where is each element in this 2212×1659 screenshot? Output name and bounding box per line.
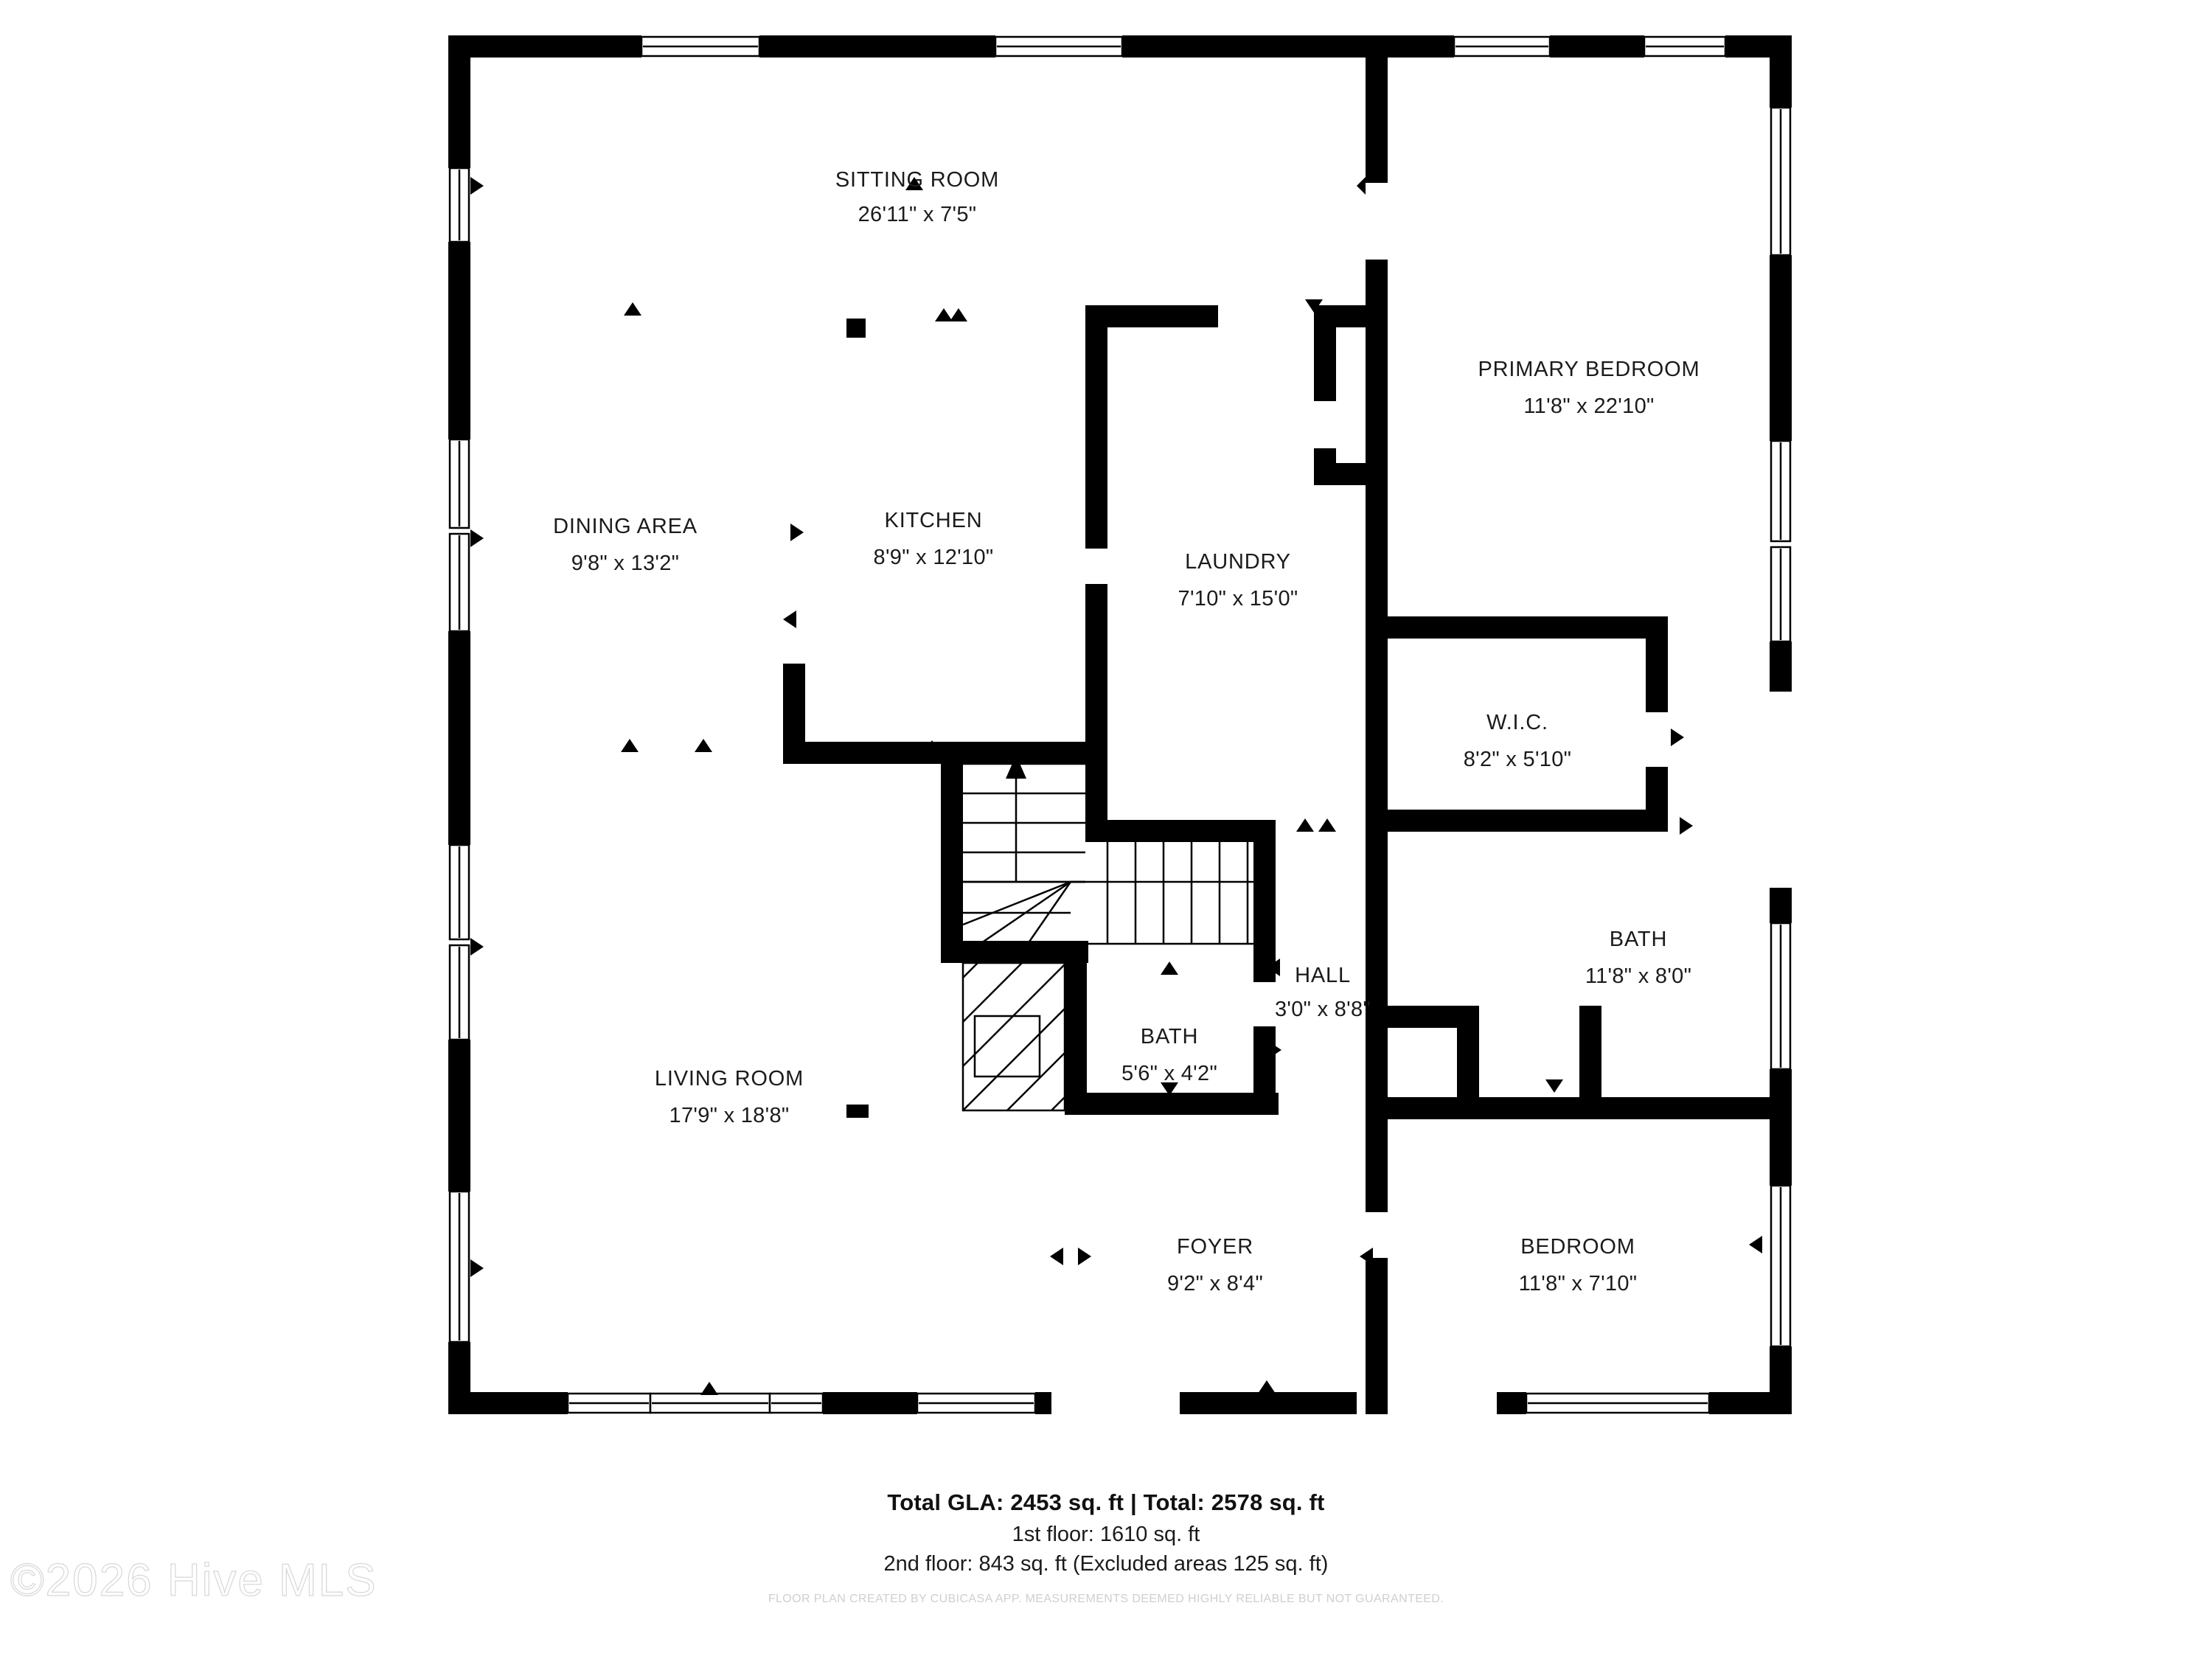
room-dimensions: 11'8" x 22'10" [1523,394,1654,418]
room-name: KITCHEN [885,509,983,532]
room-label-kitchen: KITCHEN 8'9" x 12'10" [874,509,994,569]
room-dimensions: 11'8" x 7'10" [1519,1272,1638,1295]
windows [448,35,1792,1414]
room-name: DINING AREA [553,515,698,538]
room-name: BEDROOM [1520,1235,1635,1259]
room-label-primary-bedroom: PRIMARY BEDROOM 11'8" x 22'10" [1478,358,1700,418]
room-label-bedroom: BEDROOM 11'8" x 7'10" [1519,1235,1638,1295]
room-dimensions: 17'9" x 18'8" [669,1104,790,1127]
room-dimensions: 3'0" x 8'8" [1275,998,1371,1021]
room-name: SITTING ROOM [835,168,999,192]
total-gla-line: Total GLA: 2453 sq. ft | Total: 2578 sq.… [887,1489,1325,1515]
room-label-bath-lower: BATH 5'6" x 4'2" [1121,1025,1217,1085]
room-name: LIVING ROOM [655,1067,804,1091]
room-label-sitting-room: SITTING ROOM 26'11" x 7'5" [835,168,999,226]
room-label-bath-upper: BATH 11'8" x 8'0" [1585,928,1691,988]
area-summary: Total GLA: 2453 sq. ft | Total: 2578 sq.… [0,1489,2212,1606]
room-label-dining-area: DINING AREA 9'8" x 13'2" [553,515,698,575]
door-openings [1085,183,1727,1258]
room-dimensions: 9'2" x 8'4" [1167,1272,1263,1295]
room-label-hall: HALL 3'0" x 8'8" [1275,964,1371,1021]
room-dimensions: 8'9" x 12'10" [874,546,994,569]
door-swing-markers [470,177,1762,1395]
room-dimensions: 7'10" x 15'0" [1178,587,1298,611]
second-floor-area: 2nd floor: 843 sq. ft (Excluded areas 12… [883,1552,1329,1576]
fixture-marks [846,319,869,1118]
under-stair-closet [961,961,1066,1112]
room-name: PRIMARY BEDROOM [1478,358,1700,381]
room-dimensions: 5'6" x 4'2" [1121,1062,1217,1085]
first-floor-area: 1st floor: 1610 sq. ft [1012,1523,1200,1546]
room-name: HALL [1295,964,1351,987]
mls-watermark: ©2026 Hive MLS [10,1554,378,1606]
room-label-living-room: LIVING ROOM 17'9" x 18'8" [655,1067,804,1127]
room-name: W.I.C. [1486,711,1548,734]
room-name: BATH [1610,928,1667,951]
room-dimensions: 26'11" x 7'5" [858,203,977,226]
room-dimensions: 11'8" x 8'0" [1585,964,1691,988]
room-label-foyer: FOYER 9'2" x 8'4" [1167,1235,1263,1295]
staircase [962,755,1253,964]
room-name: LAUNDRY [1185,550,1291,574]
room-label-laundry: LAUNDRY 7'10" x 15'0" [1178,550,1298,611]
disclaimer-text: FLOOR PLAN CREATED BY CUBICASA APP. MEAS… [768,1593,1444,1605]
room-name: BATH [1141,1025,1198,1048]
room-dimensions: 8'2" x 5'10" [1464,748,1572,771]
room-name: FOYER [1177,1235,1253,1259]
room-label-wic: W.I.C. 8'2" x 5'10" [1464,711,1572,771]
room-dimensions: 9'8" x 13'2" [571,552,680,575]
room-labels: SITTING ROOM 26'11" x 7'5" PRIMARY BEDRO… [553,168,1700,1295]
